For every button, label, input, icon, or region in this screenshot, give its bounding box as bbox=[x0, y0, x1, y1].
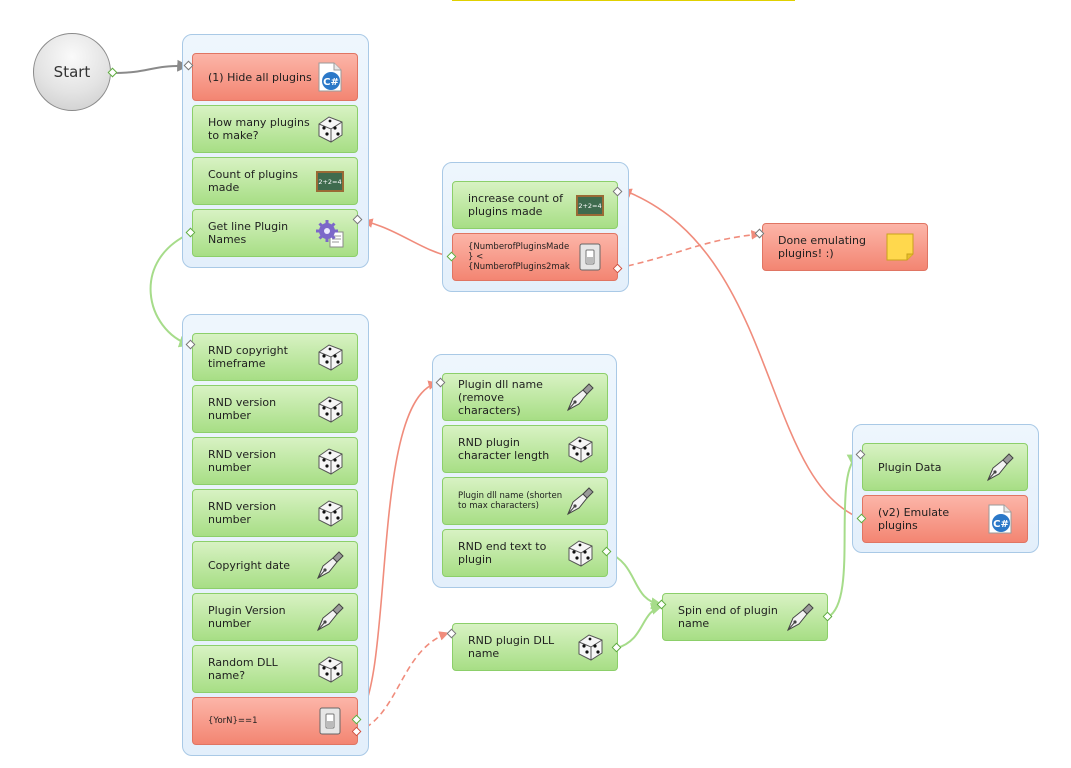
wire-compare-to-getline bbox=[363, 218, 453, 258]
dice-icon bbox=[568, 540, 593, 567]
wire-yorn-to-dllname bbox=[356, 380, 438, 721]
node-rnd-version-number-2[interactable]: RND version number bbox=[192, 437, 358, 485]
start-node[interactable]: Start bbox=[33, 33, 111, 111]
node-how-many-plugins[interactable]: How many plugins to make? bbox=[192, 105, 358, 153]
group-random-generation: RND copyright timeframe RND version numb… bbox=[182, 314, 369, 756]
node-label: {NumberofPluginsMade } < {NumberofPlugin… bbox=[468, 242, 570, 272]
csharp-icon: C# bbox=[988, 504, 1012, 534]
node-label: RND version number bbox=[208, 448, 277, 474]
node-rnd-plugin-character-length[interactable]: RND plugin character length bbox=[442, 425, 608, 473]
node-label: (1) Hide all plugins bbox=[208, 70, 312, 84]
dice-icon bbox=[318, 396, 343, 423]
node-rnd-version-number-1[interactable]: RND version number bbox=[192, 385, 358, 433]
node-label: Get line Plugin Names bbox=[208, 220, 289, 246]
wire-compare-to-done bbox=[617, 230, 761, 269]
node-plugin-data[interactable]: Plugin Data bbox=[862, 443, 1028, 491]
dice-icon bbox=[318, 448, 343, 475]
node-rnd-version-number-3[interactable]: RND version number bbox=[192, 489, 358, 537]
node-get-line-plugin-names[interactable]: Get line Plugin Names bbox=[192, 209, 358, 257]
dice-icon bbox=[578, 634, 603, 661]
node-label: RND plugin character length bbox=[458, 436, 550, 462]
node-emulate-plugins[interactable]: (v2) Emulate plugins C# bbox=[862, 495, 1028, 543]
node-label: Plugin Data bbox=[878, 460, 942, 474]
chalkboard-icon: 2+2=4 bbox=[316, 171, 344, 192]
node-label: RND version number bbox=[208, 396, 277, 422]
chalkboard-badge-text: 2+2=4 bbox=[318, 178, 341, 186]
group-initialization: (1) Hide all plugins C# How many plugins… bbox=[182, 34, 369, 268]
node-yorn-condition[interactable]: {YorN}==1 bbox=[192, 697, 358, 745]
pen-icon bbox=[786, 603, 814, 632]
wire-rnddll-to-spin bbox=[616, 603, 664, 649]
wire-yorn-to-rnddll bbox=[356, 631, 449, 733]
dice-icon bbox=[318, 500, 343, 527]
csharp-icon: C# bbox=[318, 62, 342, 92]
node-label: Copyright date bbox=[208, 558, 291, 572]
dice-icon bbox=[318, 656, 343, 683]
group-loop-check: increase count of plugins made 2+2=4 {Nu… bbox=[442, 162, 629, 292]
sticky-note-icon bbox=[886, 233, 914, 261]
node-label: Spin end of plugin name bbox=[678, 604, 778, 630]
pen-icon bbox=[566, 487, 594, 516]
chalkboard-badge-text: 2+2=4 bbox=[578, 202, 601, 210]
dice-icon bbox=[568, 436, 593, 463]
wire-start-to-hide bbox=[112, 59, 190, 74]
dice-icon bbox=[318, 116, 343, 143]
node-label: Plugin Version number bbox=[208, 604, 286, 630]
node-label: (v2) Emulate plugins bbox=[878, 506, 950, 532]
node-label: RND plugin DLL name bbox=[468, 634, 555, 660]
pen-icon bbox=[316, 603, 344, 632]
node-label: Count of plugins made bbox=[208, 168, 299, 194]
node-plugin-dll-name-shorten[interactable]: Plugin dll name (shorten to max characte… bbox=[442, 477, 608, 525]
node-plugin-dll-name-remove[interactable]: Plugin dll name (remove characters) bbox=[442, 373, 608, 421]
switch-icon bbox=[319, 707, 341, 735]
group-emulate: Plugin Data (v2) Emulate plugins C# bbox=[852, 424, 1039, 553]
group-dll-name: Plugin dll name (remove characters) RND … bbox=[432, 354, 617, 588]
node-rnd-plugin-dll-name[interactable]: RND plugin DLL name bbox=[452, 623, 618, 671]
node-label: RND version number bbox=[208, 500, 277, 526]
node-label: RND copyright timeframe bbox=[208, 344, 288, 370]
start-label: Start bbox=[53, 63, 91, 81]
node-label: {YorN}==1 bbox=[208, 716, 258, 726]
node-label: Plugin dll name (shorten to max characte… bbox=[458, 491, 563, 511]
node-rnd-end-text[interactable]: RND end text to plugin bbox=[442, 529, 608, 577]
dice-icon bbox=[318, 344, 343, 371]
pen-icon bbox=[316, 551, 344, 580]
node-label: increase count of plugins made bbox=[468, 192, 563, 218]
node-label: Random DLL name? bbox=[208, 656, 278, 682]
node-copyright-date[interactable]: Copyright date bbox=[192, 541, 358, 589]
node-label: How many plugins to make? bbox=[208, 116, 310, 142]
node-plugin-version-number[interactable]: Plugin Version number bbox=[192, 593, 358, 641]
pen-icon bbox=[566, 383, 594, 412]
pen-icon bbox=[986, 453, 1014, 482]
node-increase-count[interactable]: increase count of plugins made 2+2=4 bbox=[452, 181, 618, 229]
switch-icon bbox=[579, 243, 601, 271]
node-hide-all-plugins[interactable]: (1) Hide all plugins C# bbox=[192, 53, 358, 101]
node-count-plugins-made[interactable]: Count of plugins made 2+2=4 bbox=[192, 157, 358, 205]
chalkboard-icon: 2+2=4 bbox=[576, 195, 604, 216]
node-label: Plugin dll name (remove characters) bbox=[458, 377, 543, 417]
top-highlight-bar bbox=[452, 0, 795, 1]
gear-document-icon bbox=[316, 220, 344, 248]
node-done-emulating[interactable]: Done emulating plugins! :) bbox=[762, 223, 928, 271]
node-spin-end-of-plugin-name[interactable]: Spin end of plugin name bbox=[662, 593, 828, 641]
node-random-dll-name[interactable]: Random DLL name? bbox=[192, 645, 358, 693]
node-compare-plugins[interactable]: {NumberofPluginsMade } < {NumberofPlugin… bbox=[452, 233, 618, 281]
csharp-badge-text: C# bbox=[323, 77, 339, 88]
csharp-badge-text: C# bbox=[993, 519, 1009, 530]
node-label: RND end text to plugin bbox=[458, 540, 547, 566]
node-label: Done emulating plugins! :) bbox=[778, 234, 867, 260]
node-rnd-copyright-timeframe[interactable]: RND copyright timeframe bbox=[192, 333, 358, 381]
